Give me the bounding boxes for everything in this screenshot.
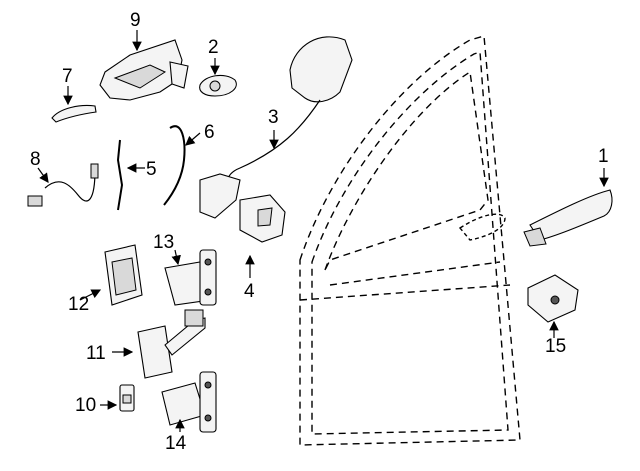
- label-6: 6: [204, 122, 215, 143]
- part-5-rod: [116, 139, 145, 211]
- label-4: 4: [244, 281, 255, 302]
- part-12-pad: [79, 244, 143, 306]
- part-15-striker: [527, 274, 579, 338]
- label-5: 5: [146, 159, 157, 180]
- label-12: 12: [68, 294, 90, 315]
- label-13: 13: [153, 232, 175, 253]
- part-4-bracket: [239, 194, 286, 278]
- label-7: 7: [62, 66, 73, 87]
- label-8: 8: [30, 149, 41, 170]
- part-7-inner-lever: [51, 86, 97, 123]
- part-14-hinge: [161, 371, 217, 433]
- door-handle-pocket: [458, 213, 506, 241]
- label-15: 15: [545, 336, 567, 357]
- part-6-rod: [163, 125, 201, 206]
- label-11: 11: [86, 343, 106, 364]
- label-9: 9: [130, 10, 141, 31]
- label-3: 3: [268, 107, 279, 128]
- part-10-clip: [100, 384, 135, 412]
- part-9-lock-actuator: [99, 30, 189, 101]
- label-2: 2: [208, 37, 219, 58]
- part-1-outer-handle: [523, 168, 613, 247]
- part-2-lock-cylinder: [199, 58, 237, 97]
- part-11-door-check: [112, 309, 206, 379]
- part-8-cable: [27, 163, 99, 207]
- label-10: 10: [75, 395, 97, 416]
- part-3-latch: [199, 36, 353, 219]
- label-14: 14: [165, 433, 187, 454]
- part-13-hinge: [164, 249, 217, 306]
- door-outline: [299, 35, 521, 446]
- label-1: 1: [598, 146, 609, 167]
